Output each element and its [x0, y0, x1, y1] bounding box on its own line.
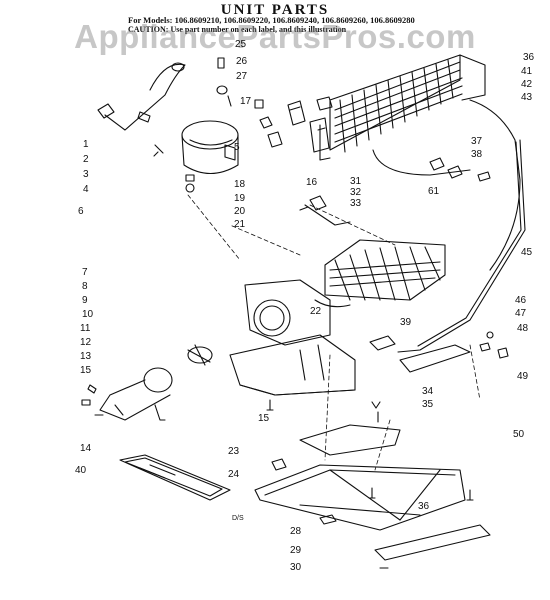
part-label-48: 48 — [517, 323, 529, 334]
part-label-31: 31 — [350, 176, 362, 187]
part-label-36-bottom: 36 — [418, 501, 430, 512]
suction-tube — [397, 139, 526, 353]
part-label-35: 35 — [422, 399, 434, 410]
part-label-43: 43 — [521, 92, 533, 103]
part-label-46: 46 — [515, 295, 527, 306]
part-label-2: 2 — [83, 154, 89, 165]
part-label-6: 6 — [78, 206, 84, 217]
part-label-45: 45 — [521, 247, 533, 258]
part-label-11: 11 — [80, 323, 91, 334]
fan-shroud — [229, 279, 356, 396]
part-label-4: 4 — [83, 184, 89, 195]
part-label-38: 38 — [471, 149, 483, 160]
part-label-9: 9 — [82, 295, 88, 306]
part-label-49: 49 — [517, 371, 529, 382]
part-label-12: 12 — [80, 337, 92, 348]
part-label-5: 5 — [234, 142, 240, 153]
part-label-8: 8 — [82, 281, 88, 292]
part-label-7: 7 — [82, 267, 88, 278]
part-label-23: 23 — [228, 446, 240, 457]
base-frame — [254, 424, 491, 569]
part-label-28: 28 — [290, 526, 302, 537]
power-cord — [104, 63, 186, 131]
part-label-21: 21 — [234, 219, 246, 230]
part-label-22: 22 — [310, 306, 322, 317]
condenser-coil — [317, 54, 521, 271]
part-label-15-bottom: 15 — [258, 413, 270, 424]
part-label-20: 20 — [234, 206, 246, 217]
part-label-14: 14 — [80, 443, 92, 454]
part-label-3: 3 — [83, 169, 89, 180]
part-label-16: 16 — [306, 177, 318, 188]
part-label-41: 41 — [521, 66, 533, 77]
part-label-50: 50 — [513, 429, 525, 440]
part-label-32: 32 — [350, 187, 362, 198]
part-label-33: 33 — [350, 198, 362, 209]
leader-lines — [187, 194, 481, 471]
models-line: For Models: 106.8609210, 106.8609220, 10… — [128, 15, 415, 25]
part-39 — [369, 335, 396, 351]
drain-pan — [119, 454, 231, 501]
part-label-27: 27 — [236, 71, 248, 82]
screw-15 — [266, 399, 274, 411]
part-label-24: 24 — [228, 469, 240, 480]
part-label-39: 39 — [400, 317, 412, 328]
part-label-10: 10 — [82, 309, 94, 320]
part-label-19: 19 — [234, 193, 246, 204]
watermark-logo: AppliancePartsPros.com — [74, 18, 476, 55]
diagram-title: UNIT PARTS — [220, 2, 330, 18]
part-label-42: 42 — [521, 79, 533, 90]
part-label-61: 61 — [428, 186, 440, 197]
part-label-30: 30 — [290, 562, 302, 573]
part-label-15-top: 15 — [80, 365, 92, 376]
part-label-25: 25 — [235, 39, 247, 50]
part-label-34: 34 — [422, 386, 434, 397]
part-label-29: 29 — [290, 545, 302, 556]
part-label-47: 47 — [515, 308, 527, 319]
caution-line: CAUTION: Use part number on each label, … — [128, 25, 347, 34]
part-label-18: 18 — [234, 179, 246, 190]
part-label-40: 40 — [75, 465, 87, 476]
drain-tube — [304, 204, 351, 226]
part-label-36-top: 36 — [523, 52, 535, 63]
evaporator-coil — [314, 239, 446, 308]
part-label-13: 13 — [80, 351, 92, 362]
part-label-17: 17 — [240, 96, 252, 107]
part-label-1: 1 — [83, 139, 89, 150]
drawing-footnote: D/S — [232, 515, 244, 522]
part-label-37: 37 — [471, 136, 483, 147]
part-49-bracket — [399, 344, 471, 373]
part-label-26: 26 — [236, 56, 248, 67]
fan-motor-assembly — [81, 344, 213, 421]
compressor — [181, 120, 239, 193]
